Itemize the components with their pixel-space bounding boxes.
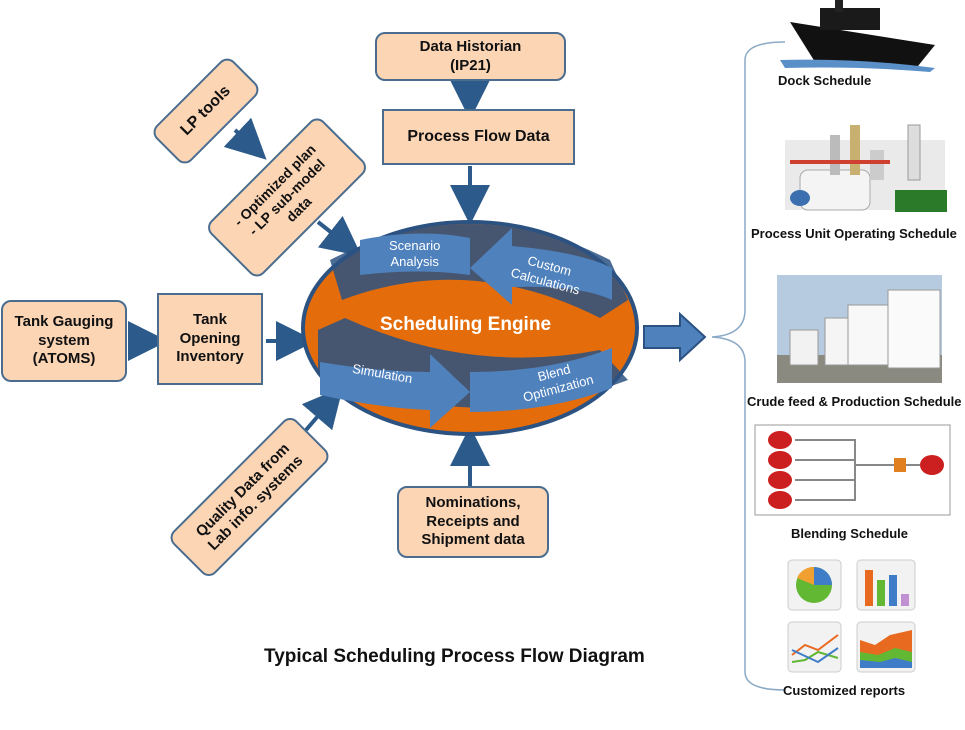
diagram-caption: Typical Scheduling Process Flow Diagram [264, 646, 645, 667]
process-flow-data-box: Process Flow Data [382, 109, 575, 165]
scenario-analysis-label: Scenario Analysis [389, 238, 441, 269]
area-chart-icon [856, 621, 916, 673]
arrow-lp-to-plan [223, 117, 267, 160]
tank-opening-inventory-box: Tank Opening Inventory [157, 293, 263, 385]
arrow-quality-to-engine [301, 386, 344, 432]
blending-schedule-label: Blending Schedule [791, 526, 909, 541]
connector-arrows [128, 80, 490, 487]
blend-band [470, 348, 612, 412]
customized-reports-label: Customized reports [783, 683, 906, 698]
bar-chart-icon [856, 559, 916, 611]
output-arrow [643, 311, 707, 363]
storage-tanks-icon [777, 275, 942, 383]
engine-title: Scheduling Engine [380, 314, 552, 335]
output-bracket [711, 41, 786, 691]
arrow-plan-to-engine [316, 215, 362, 257]
dock-schedule-label: Dock Schedule [778, 73, 872, 88]
process-unit-schedule-label: Process Unit Operating Schedule [751, 226, 957, 241]
data-historian-box: Data Historian (IP21) [375, 32, 566, 81]
blending-network-icon [754, 424, 951, 516]
refinery-icon [785, 124, 947, 212]
ship-icon [780, 0, 935, 72]
scenario-band [360, 233, 470, 275]
scheduling-engine [301, 220, 639, 436]
tank-gauging-box: Tank Gauging system (ATOMS) [1, 300, 127, 382]
crude-feed-schedule-label: Crude feed & Production Schedule [747, 394, 962, 409]
line-chart-icon [787, 621, 842, 673]
simulation-arrow [320, 354, 470, 428]
nominations-box: Nominations, Receipts and Shipment data [397, 486, 549, 558]
pie-chart-icon [787, 559, 842, 611]
custom-calc-arrow [470, 228, 612, 305]
